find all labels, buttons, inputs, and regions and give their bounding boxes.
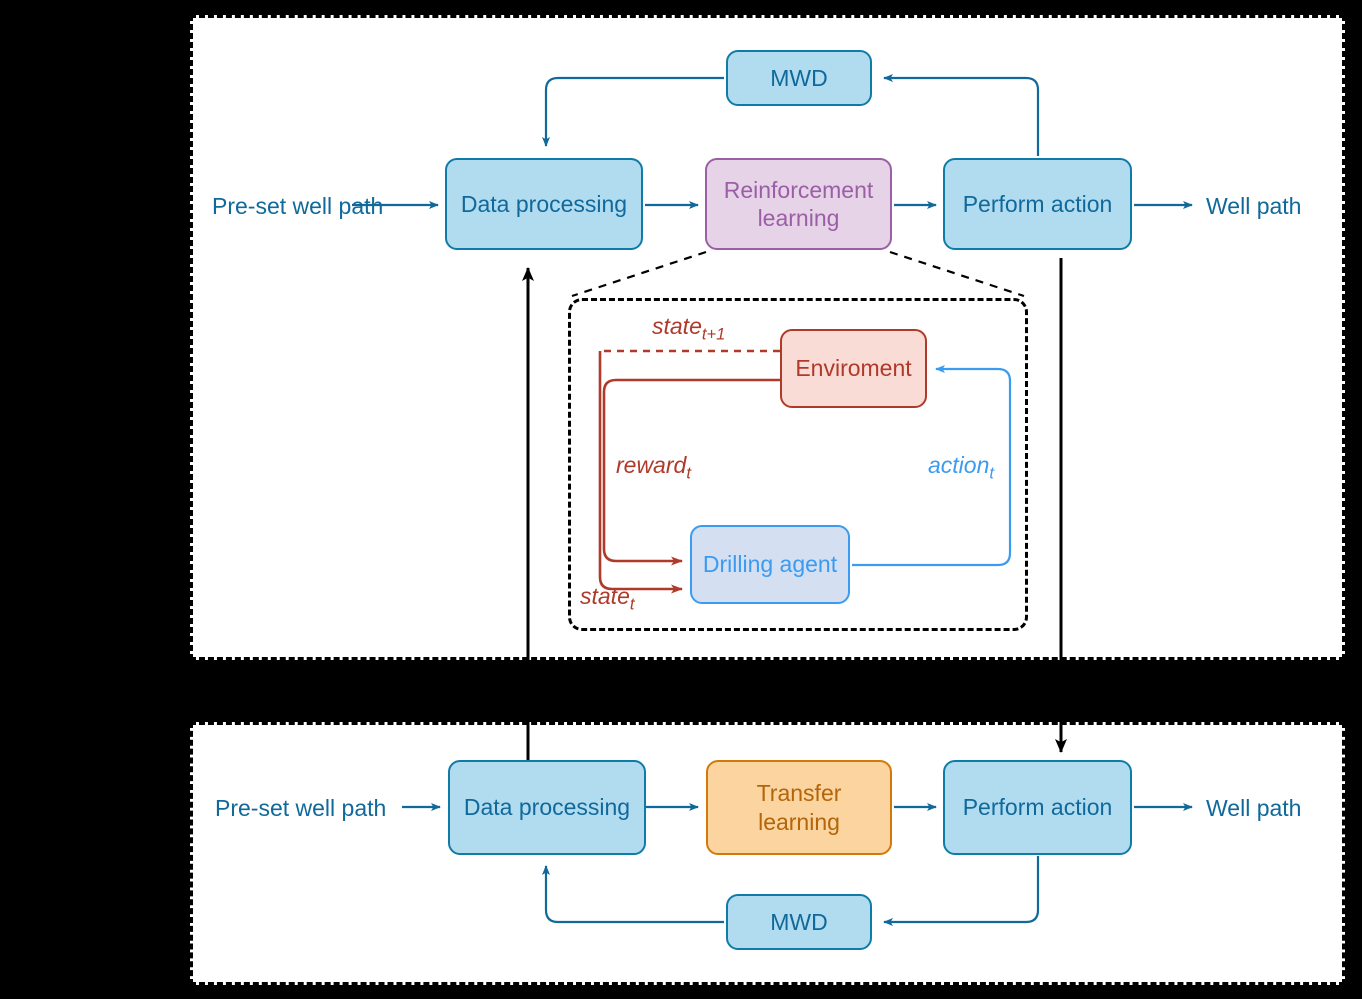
- node-environment-label: Enviroment: [795, 355, 912, 382]
- label-state-next-text: state: [652, 313, 702, 339]
- label-reward-sub: t: [686, 463, 691, 483]
- node-mwd-top[interactable]: MWD: [726, 50, 872, 106]
- node-data-processing-top[interactable]: Data processing: [445, 158, 643, 250]
- label-preset-well-path-bottom: Pre-set well path: [215, 795, 387, 821]
- label-reward-text: reward: [616, 452, 687, 478]
- label-action: actiont: [928, 452, 994, 484]
- node-transfer-learning-label-line1: Transfer: [756, 780, 842, 807]
- node-mwd-bottom[interactable]: MWD: [726, 894, 872, 950]
- label-state-sub: t: [629, 594, 635, 614]
- rl-detail-frame: [568, 298, 1028, 631]
- label-state-next-sub: t+1: [701, 324, 726, 344]
- node-drilling-agent[interactable]: Drilling agent: [690, 525, 850, 604]
- node-reinforcement-learning-label-line1: Reinforcement: [723, 176, 874, 203]
- node-environment[interactable]: Enviroment: [780, 329, 927, 408]
- node-perform-action-bottom[interactable]: Perform action: [943, 760, 1132, 855]
- label-action-text: action: [928, 452, 990, 478]
- label-action-sub: t: [989, 463, 994, 483]
- node-perform-action-bottom-label: Perform action: [962, 794, 1113, 821]
- node-data-processing-bottom-label: Data processing: [463, 794, 631, 821]
- node-perform-action-top[interactable]: Perform action: [943, 158, 1132, 250]
- node-drilling-agent-label: Drilling agent: [702, 551, 838, 578]
- label-state-text: state: [580, 583, 630, 609]
- node-reinforcement-learning[interactable]: Reinforcement learning: [705, 158, 892, 250]
- label-well-path-bottom: Well path: [1206, 795, 1302, 821]
- node-mwd-bottom-label: MWD: [770, 908, 828, 935]
- label-state: statet: [580, 583, 634, 615]
- node-data-processing-top-label: Data processing: [460, 190, 628, 217]
- label-preset-well-path-top: Pre-set well path: [212, 193, 384, 219]
- label-state-next: statet+1: [652, 313, 725, 345]
- label-reward: rewardt: [616, 452, 691, 484]
- node-mwd-top-label: MWD: [770, 64, 828, 91]
- node-perform-action-top-label: Perform action: [962, 190, 1113, 217]
- node-transfer-learning-label-line2: learning: [758, 808, 840, 835]
- node-transfer-learning[interactable]: Transfer learning: [706, 760, 892, 855]
- label-well-path-top: Well path: [1206, 193, 1302, 219]
- node-data-processing-bottom[interactable]: Data processing: [448, 760, 646, 855]
- node-reinforcement-learning-label-line2: learning: [757, 205, 840, 231]
